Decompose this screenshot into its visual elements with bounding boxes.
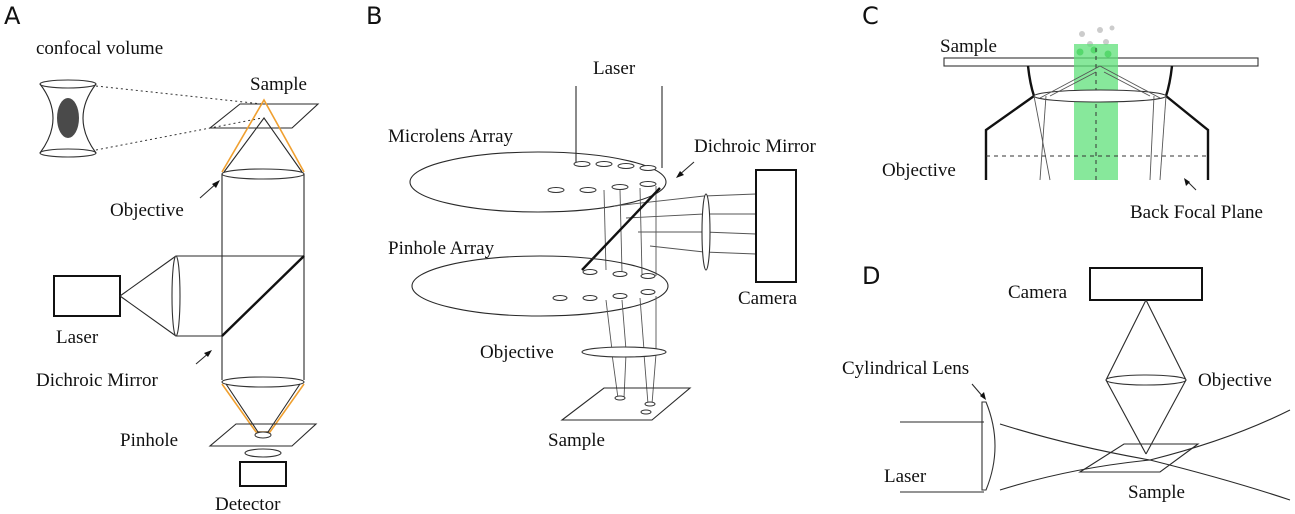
panel-a-sample-label: Sample <box>250 74 307 95</box>
panel-d-cylindrical-lens <box>981 401 996 491</box>
panel-b-objective-label: Objective <box>480 342 554 363</box>
panel-d-sample-label: Sample <box>1128 482 1185 503</box>
confocal-volume-illustration <box>39 79 263 158</box>
panel-d-objective-label: Objective <box>1198 370 1272 391</box>
panel-a-detector-box <box>239 461 287 487</box>
panel-a-detector-label: Detector <box>215 494 281 514</box>
panel-b-sample-label: Sample <box>548 430 605 451</box>
confocal-volume-ellipse <box>57 98 79 138</box>
panel-c-objective-label: Objective <box>882 160 956 181</box>
panel-a-tube-lens <box>221 376 305 388</box>
panel-d-cylindrical-lens-label: Cylindrical Lens <box>842 358 969 379</box>
panel-b-camera-label: Camera <box>738 288 798 309</box>
panel-c-front-lens <box>1033 89 1167 103</box>
panel-b-letter: B <box>366 2 382 30</box>
panel-b-dichroic-label: Dichroic Mirror <box>694 136 817 157</box>
panel-d-letter: D <box>862 262 880 290</box>
microlens-array-disc <box>409 151 667 213</box>
panel-d-objective-lens <box>1105 374 1187 386</box>
panel-b-laser-label: Laser <box>593 58 636 79</box>
panel-b-camera-box <box>755 169 797 283</box>
panel-a-pinhole-label: Pinhole <box>120 430 178 451</box>
panel-d-laser-label: Laser <box>884 466 927 487</box>
panel-d-camera-box <box>1089 267 1203 301</box>
panel-a-dichroic-mirror <box>221 255 305 337</box>
panel-b-relay-lens <box>701 193 711 271</box>
pinhole-dots <box>552 269 656 301</box>
panel-b-sample-plane <box>560 387 692 421</box>
panel-d-sample-plane <box>1078 443 1200 473</box>
panel-a-pinhole-plane <box>208 423 318 447</box>
pinhole-array-disc <box>411 255 669 317</box>
panel-a-objective-label: Objective <box>110 200 184 221</box>
panel-a-sample-plane <box>208 103 320 129</box>
panel-d: D Camera Objective Cylindrical Lens Lase… <box>842 262 1291 503</box>
panel-b-dichroic-mirror <box>581 187 661 271</box>
panel-c: C Sample <box>862 2 1263 223</box>
panel-a-confocal-volume-label: confocal volume <box>36 38 163 59</box>
panel-c-back-focal-plane-label: Back Focal Plane <box>1130 202 1263 223</box>
panel-a-letter: A <box>4 2 21 30</box>
panel-b: B Laser Microlens Array <box>366 2 817 451</box>
panel-c-sample-label: Sample <box>940 36 997 57</box>
panel-a: A confocal volume Sample Objective Laser <box>4 2 320 514</box>
panel-a-laser-box <box>53 275 121 317</box>
panel-d-camera-label: Camera <box>1008 282 1068 303</box>
panel-a-laser-label: Laser <box>56 327 99 348</box>
panel-c-letter: C <box>862 2 879 30</box>
microlens-dots <box>547 161 657 193</box>
panel-a-dichroic-label: Dichroic Mirror <box>36 370 159 391</box>
panel-b-pinhole-label: Pinhole Array <box>388 238 495 259</box>
panel-b-objective-lens <box>581 346 667 358</box>
panel-b-microlens-label: Microlens Array <box>388 126 514 147</box>
panel-a-objective-lens <box>221 168 305 180</box>
